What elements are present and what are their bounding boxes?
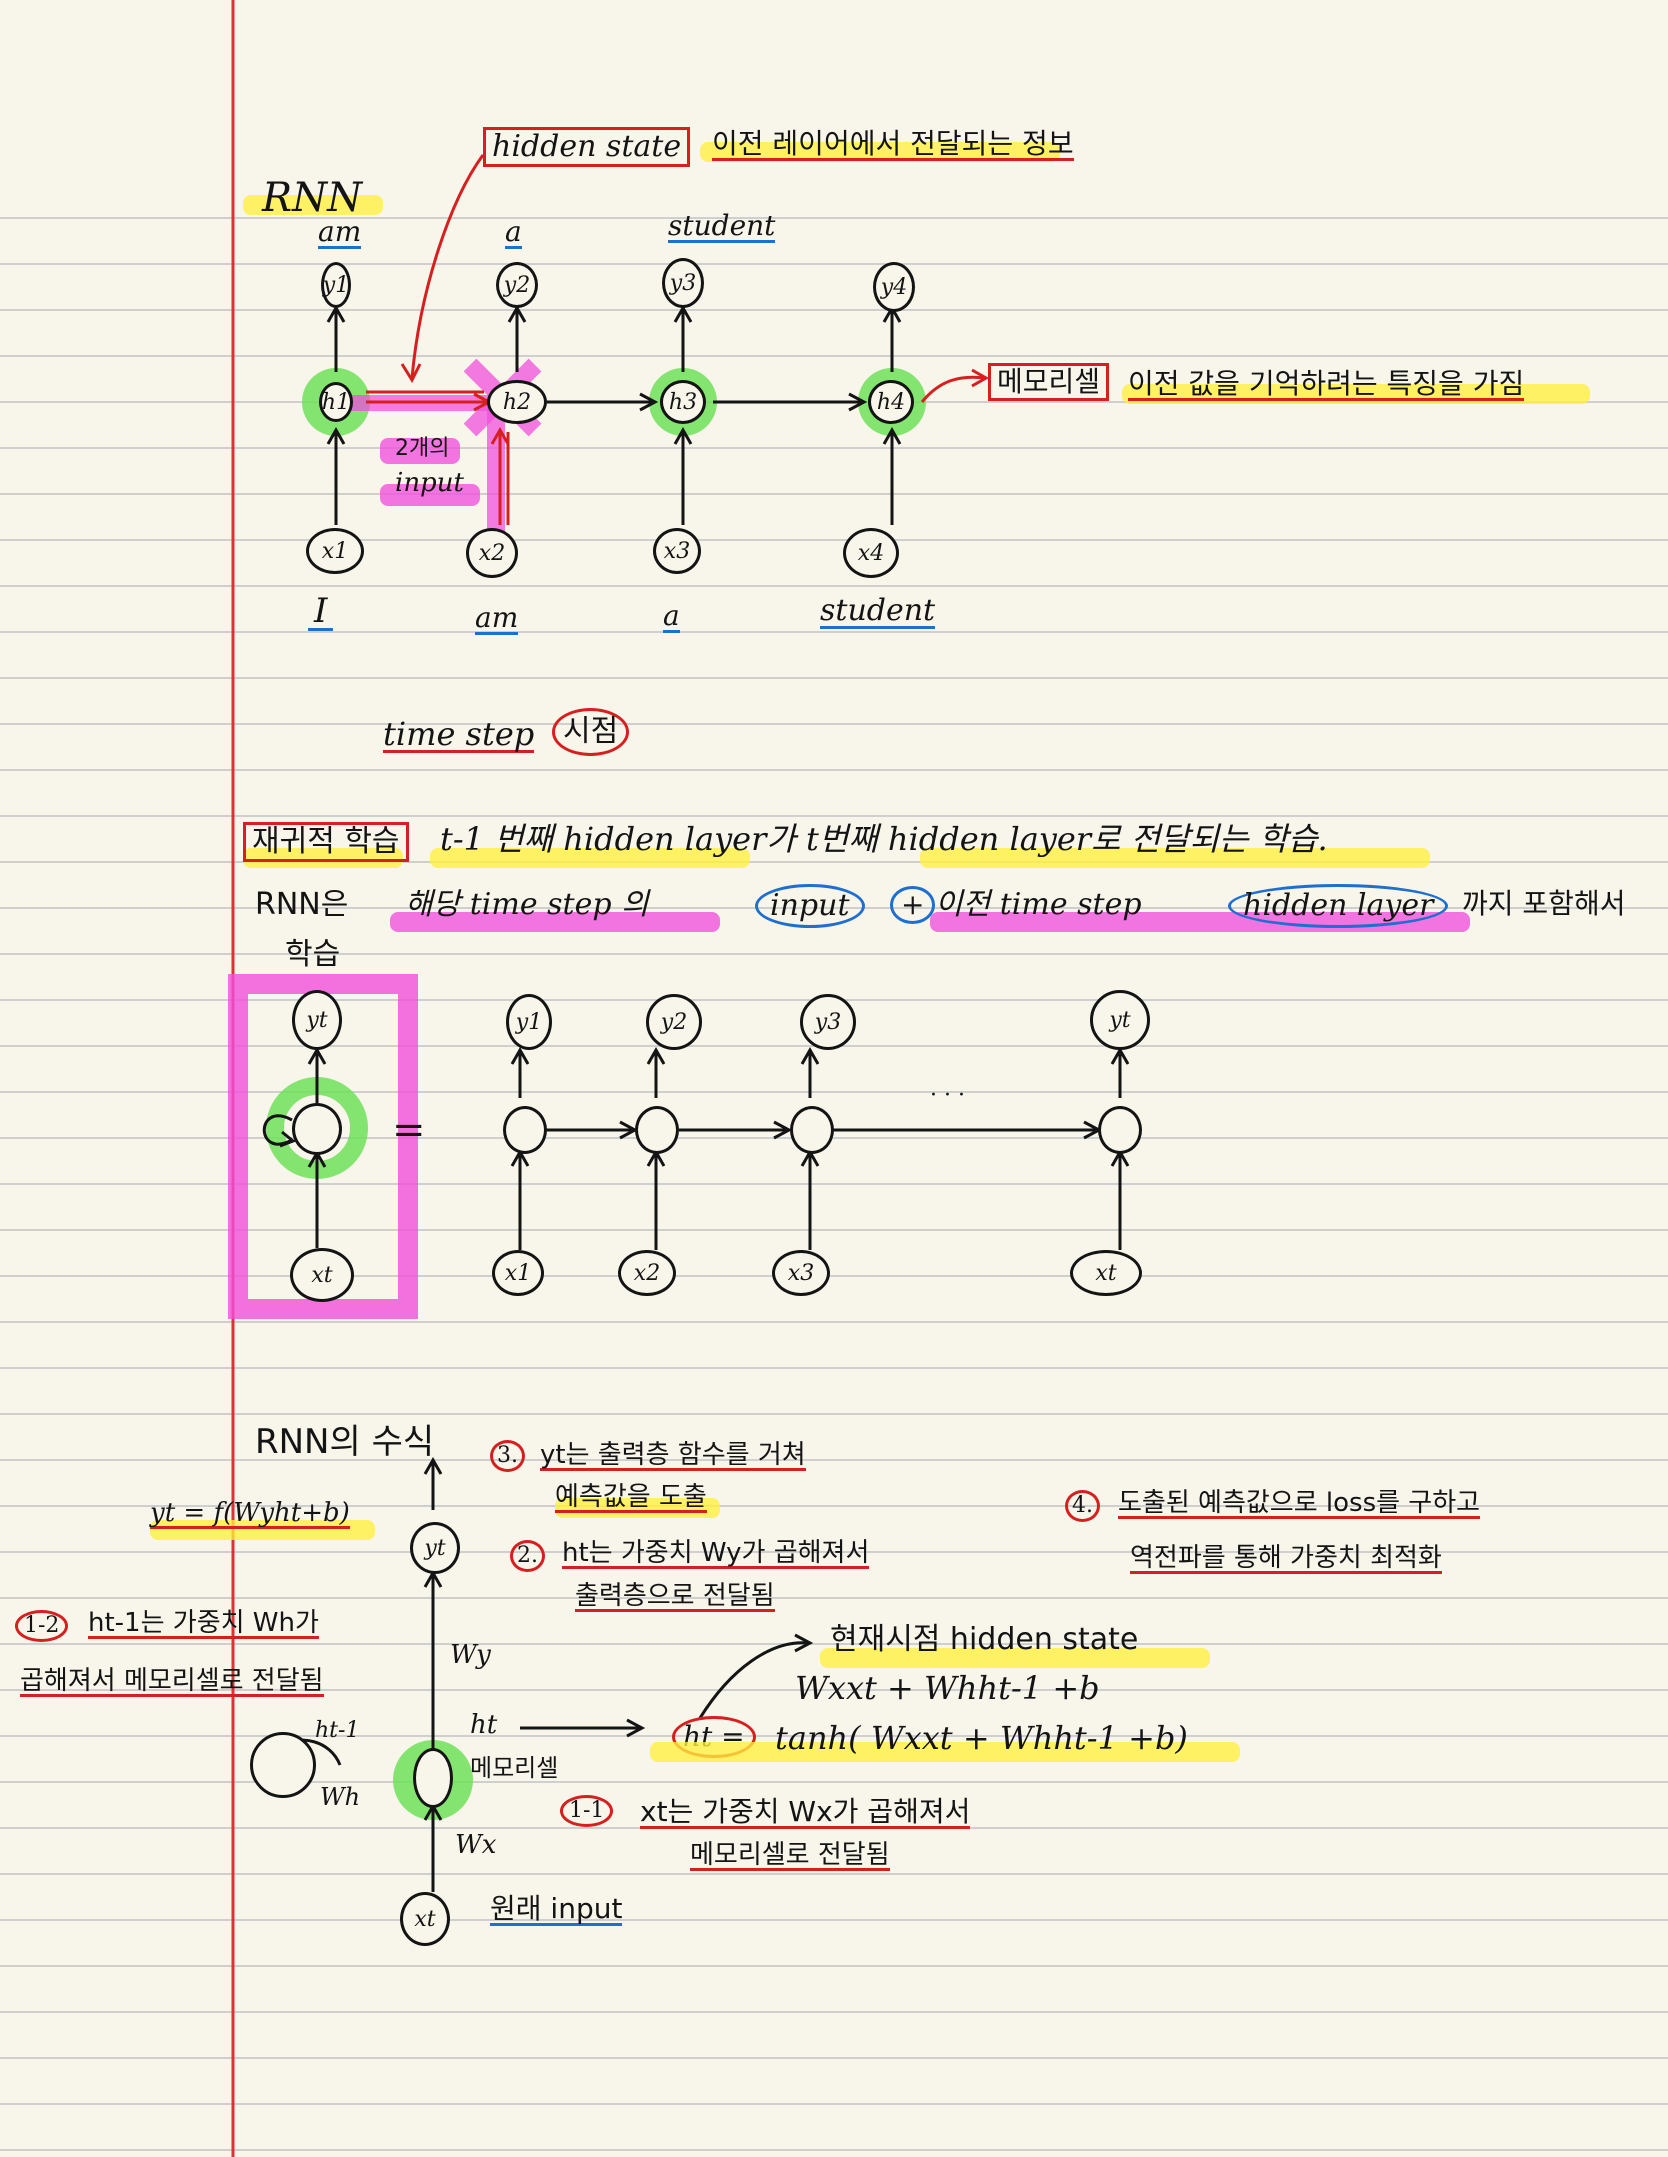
node-y2: y2 <box>496 262 538 308</box>
node-x1: x1 <box>306 528 364 574</box>
two-input-label-line1: 2개의 <box>395 436 450 461</box>
step4-number: 4. <box>1065 1490 1100 1522</box>
step3-line2: 예측값을 도출 <box>555 1482 707 1513</box>
step2-number: 2. <box>510 1540 545 1572</box>
recursive-title: 재귀적 학습 <box>243 822 409 862</box>
node-x4: x4 <box>843 528 899 578</box>
label-ht: ht <box>470 1710 498 1740</box>
formula-node-yt: yt <box>410 1522 460 1574</box>
unrolled-node-xt: xt <box>1070 1250 1142 1296</box>
folded-node-hidden <box>292 1103 342 1155</box>
weight-wy: Wy <box>450 1640 491 1670</box>
top-word-3: student <box>668 209 776 243</box>
step3-number: 3. <box>490 1440 525 1472</box>
node-h1: h1 <box>319 382 353 422</box>
tanh-expression: tanh( Wxxt + Whht-1 +b) <box>775 1719 1188 1757</box>
unrolled-hidden-1 <box>503 1106 547 1154</box>
folded-node-xt: xt <box>290 1248 354 1302</box>
two-input-label-line2: input <box>395 468 464 498</box>
hidden-state-label: hidden state <box>483 127 691 167</box>
memory-cell-description: 이전 값을 기억하려는 특징을 가짐 <box>1128 367 1525 401</box>
rnn-title: RNN <box>262 175 363 221</box>
recursive-hidden-layer-circled: hidden layer <box>1228 884 1449 928</box>
time-step-label: time step <box>383 715 535 753</box>
hidden-state-description: 이전 레이어에서 전달되는 정보 <box>712 127 1074 161</box>
recursive-line-2-part-a: 해당 time step 의 <box>405 887 649 922</box>
unrolled-node-x1: x1 <box>492 1250 544 1296</box>
recursive-line-2-prefix: RNN은 <box>255 887 349 922</box>
node-h2: h2 <box>487 380 547 424</box>
formula-node-xt: xt <box>400 1892 450 1946</box>
unrolled-node-y3: y3 <box>800 994 856 1050</box>
node-x3: x3 <box>653 528 701 574</box>
formula-memory-cell-node <box>413 1748 453 1808</box>
recursive-line-2-suffix: 까지 포함해서 <box>1462 887 1626 920</box>
step1-2-line2: 곱해져서 메모리셀로 전달됨 <box>20 1666 324 1697</box>
unrolled-node-x2: x2 <box>618 1250 676 1296</box>
formula-title: RNN의 수식 <box>255 1422 435 1462</box>
step4-line2: 역전파를 통해 가중치 최적화 <box>1130 1543 1442 1574</box>
recursive-line-2-part-b: 이전 time step <box>935 887 1142 922</box>
bottom-word-3: a <box>663 599 680 633</box>
time-step-korean: 시점 <box>552 708 630 756</box>
step1-2-number: 1-2 <box>15 1610 69 1642</box>
y-formula: yt = f(Wyht+b) <box>150 1498 350 1529</box>
label-ht-prev: ht-1 <box>315 1718 360 1743</box>
recursive-plus: + <box>890 886 936 924</box>
recursive-line-1: t-1 번째 hidden layer가 t번째 hidden layer로 전… <box>440 820 1328 858</box>
step1-1-number: 1-1 <box>560 1795 614 1827</box>
node-h3: h3 <box>660 380 706 424</box>
step2-line2: 출력층으로 전달됨 <box>575 1581 775 1612</box>
unrolled-hidden-t <box>1098 1106 1142 1154</box>
recursive-input-circled: input <box>755 884 865 928</box>
current-hidden-state-label: 현재시점 hidden state <box>830 1622 1139 1657</box>
node-h4: h4 <box>868 380 914 424</box>
memory-cell-label: 메모리셀 <box>988 363 1110 401</box>
bottom-word-2: am <box>475 601 519 635</box>
node-y1: y1 <box>321 262 351 308</box>
weight-wx: Wx <box>455 1830 497 1860</box>
recursive-line-3: 학습 <box>285 937 341 972</box>
node-y4: y4 <box>873 262 915 312</box>
step2-line1: ht는 가중치 Wy가 곱해져서 <box>562 1538 870 1569</box>
unrolled-node-yt: yt <box>1090 990 1150 1050</box>
original-input-label: 원래 input <box>490 1892 623 1926</box>
folded-node-yt: yt <box>292 990 342 1050</box>
bottom-word-4: student <box>820 593 936 629</box>
unrolled-hidden-2 <box>635 1106 679 1154</box>
label-memory-cell: 메모리셀 <box>470 1754 559 1782</box>
equals-sign: = <box>392 1107 426 1153</box>
ellipsis: · · · <box>930 1083 965 1108</box>
linear-expression: Wxxt + Whht-1 +b <box>795 1669 1100 1707</box>
unrolled-hidden-3 <box>790 1106 834 1154</box>
unrolled-node-y2: y2 <box>646 994 702 1050</box>
unrolled-node-y1: y1 <box>506 994 552 1050</box>
top-word-1: am <box>318 215 362 249</box>
step1-2-line1: ht-1는 가중치 Wh가 <box>88 1608 319 1639</box>
node-x2: x2 <box>466 528 518 578</box>
step1-1-line2: 메모리셀로 전달됨 <box>690 1840 890 1871</box>
top-word-2: a <box>505 215 522 249</box>
bottom-word-1: I <box>308 594 334 631</box>
weight-wh: Wh <box>320 1783 361 1811</box>
step4-line1: 도출된 예측값으로 loss를 구하고 <box>1118 1488 1481 1519</box>
step1-1-line1: xt는 가중치 Wx가 곱해져서 <box>640 1795 971 1829</box>
step3-line1: yt는 출력층 함수를 거쳐 <box>540 1440 806 1471</box>
unrolled-node-x3: x3 <box>772 1250 830 1296</box>
formula-previous-hidden-node <box>250 1732 316 1798</box>
node-y3: y3 <box>662 258 704 308</box>
